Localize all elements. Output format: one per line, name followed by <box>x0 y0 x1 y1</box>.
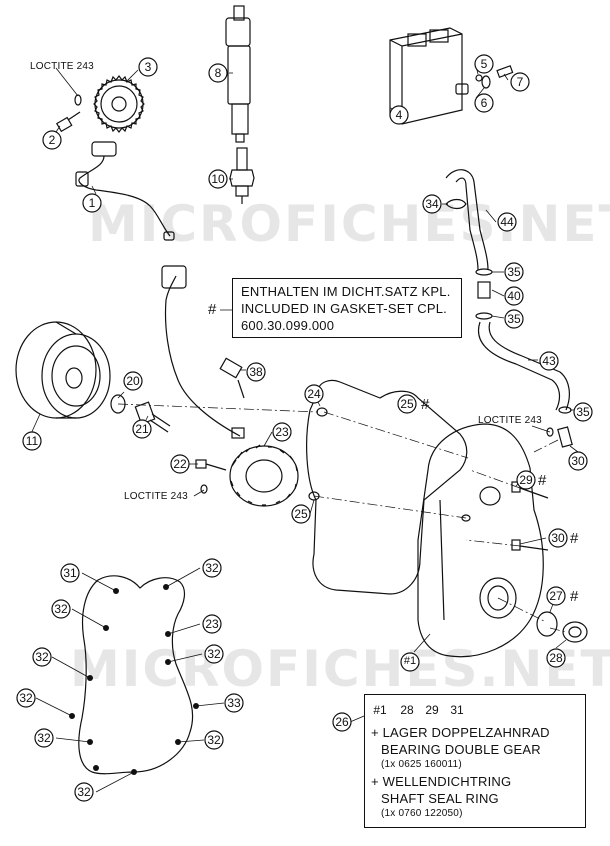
callout-24: 24 <box>307 387 321 401</box>
callout-35: 35 <box>507 312 521 326</box>
callout-10: 10 <box>211 172 225 186</box>
gasket-holes <box>69 584 199 775</box>
callout-32: 32 <box>205 561 219 575</box>
callout-32: 32 <box>77 785 91 799</box>
callout-8: 8 <box>214 66 222 80</box>
callout-32: 32 <box>207 647 221 661</box>
cover-bolts-30 <box>511 481 549 551</box>
parts-note-ref: 31 <box>450 703 464 717</box>
ignition-coil <box>225 5 251 143</box>
hose-clamp-34 <box>445 198 467 210</box>
parts-note-line1: + LAGER DOPPELZAHNRAD <box>371 725 550 740</box>
callout-35: 35 <box>576 405 590 419</box>
callout-30: 30 <box>571 454 585 468</box>
gasket-set-note: ENTHALTEN IM DICHT.SATZ KPL. INCLUDED IN… <box>232 278 462 338</box>
callout-26: 26 <box>335 715 349 729</box>
loctite-drop-2 <box>200 484 208 494</box>
hash-marker-30a: # <box>538 472 547 489</box>
callout-27: 27 <box>549 589 563 603</box>
callout-34: 34 <box>425 197 439 211</box>
parts-note-line4: + WELLENDICHTRING <box>371 774 512 789</box>
callout-3: 3 <box>144 60 152 74</box>
callout-7: 7 <box>516 75 524 89</box>
callout-33: 33 <box>227 696 241 710</box>
screw-2 <box>55 111 81 133</box>
hash-marker-26: # <box>421 396 430 413</box>
hash-marker-28: # <box>570 588 579 605</box>
loctite-drop-1 <box>74 94 82 106</box>
gasket-note-line2: INCLUDED IN GASKET-SET CPL. <box>241 301 447 316</box>
flywheel <box>15 321 111 419</box>
hash-marker-gasket-note: # <box>208 301 217 318</box>
leader-lines <box>29 65 579 723</box>
callout-25: 25 <box>294 507 308 521</box>
watermark-top: MICROFICHES.NET <box>88 195 610 253</box>
callout-23: 23 <box>205 617 219 631</box>
dowel-25a <box>316 407 328 417</box>
parts-note-ref: 29 <box>425 703 439 717</box>
callout-38: 38 <box>249 365 263 379</box>
callout-25: 25 <box>400 397 414 411</box>
parts-note-ref: #1 <box>373 703 387 717</box>
loctite-label-1: LOCTITE 243 <box>30 61 94 72</box>
plug-29 <box>562 621 588 643</box>
seal-ring-28 <box>536 611 558 637</box>
parts-note-ref: 28 <box>400 703 414 717</box>
spark-plug <box>229 147 255 204</box>
ignition-cover <box>417 423 544 658</box>
callout-30: 30 <box>551 531 565 545</box>
cover-gasket <box>306 379 468 595</box>
callout-32: 32 <box>35 650 49 664</box>
parts-note-line5: SHAFT SEAL RING <box>381 791 499 806</box>
callout-20: 20 <box>126 374 140 388</box>
loctite-label-3: LOCTITE 243 <box>124 491 188 502</box>
parts-note-line6: (1x 0760 122050) <box>381 808 463 819</box>
callout-28: 28 <box>549 651 563 665</box>
callout-32: 32 <box>37 731 51 745</box>
callout-2: 2 <box>48 133 56 147</box>
callout-11: 11 <box>25 434 39 448</box>
flywheel-nut-22 <box>134 401 171 433</box>
callout-43: 43 <box>542 354 556 368</box>
callout-44: 44 <box>500 215 514 229</box>
parts-note-box: + LAGER DOPPELZAHNRAD BEARING DOUBLE GEA… <box>364 694 586 828</box>
loctite-label-2: LOCTITE 243 <box>478 415 542 426</box>
watermark-bottom: MICROFICHES.NET <box>70 640 610 698</box>
screw-23 <box>195 459 227 471</box>
parts-note-line3: (1x 0625 160011) <box>381 759 462 770</box>
callout-32: 32 <box>207 733 221 747</box>
gasket-note-line3: 600.30.099.000 <box>241 318 335 333</box>
callout-22: 22 <box>173 457 187 471</box>
sprocket-gear <box>93 75 145 133</box>
callout-5: 5 <box>480 57 488 71</box>
callout-31: 31 <box>63 566 77 580</box>
pickup-sensor <box>75 141 175 241</box>
crankcase-gasket <box>78 575 194 775</box>
callout-32: 32 <box>19 691 33 705</box>
callout-40: 40 <box>507 289 521 303</box>
clamp-35 <box>558 406 572 414</box>
callout-4: 4 <box>395 108 403 122</box>
gasket-note-line1: ENTHALTEN IM DICHT.SATZ KPL. <box>241 284 451 299</box>
callout-32: 32 <box>54 602 68 616</box>
parts-note-line2: BEARING DOUBLE GEAR <box>381 742 541 757</box>
gasket-leaders <box>35 567 225 793</box>
small-parts-5-6-7-8 <box>475 65 514 89</box>
cover-ref-1: #1 <box>403 655 417 667</box>
callout-1: 1 <box>88 196 96 210</box>
screw-31 <box>557 426 573 448</box>
assembly-axes <box>117 403 567 633</box>
part-38 <box>219 357 245 399</box>
callout-29: 29 <box>519 473 533 487</box>
hash-marker-30b: # <box>570 530 579 547</box>
callout-35: 35 <box>507 265 521 279</box>
callout-21: 21 <box>135 422 149 436</box>
ref-circles <box>16 54 593 802</box>
callout-6: 6 <box>480 96 488 110</box>
callout-23: 23 <box>275 425 289 439</box>
